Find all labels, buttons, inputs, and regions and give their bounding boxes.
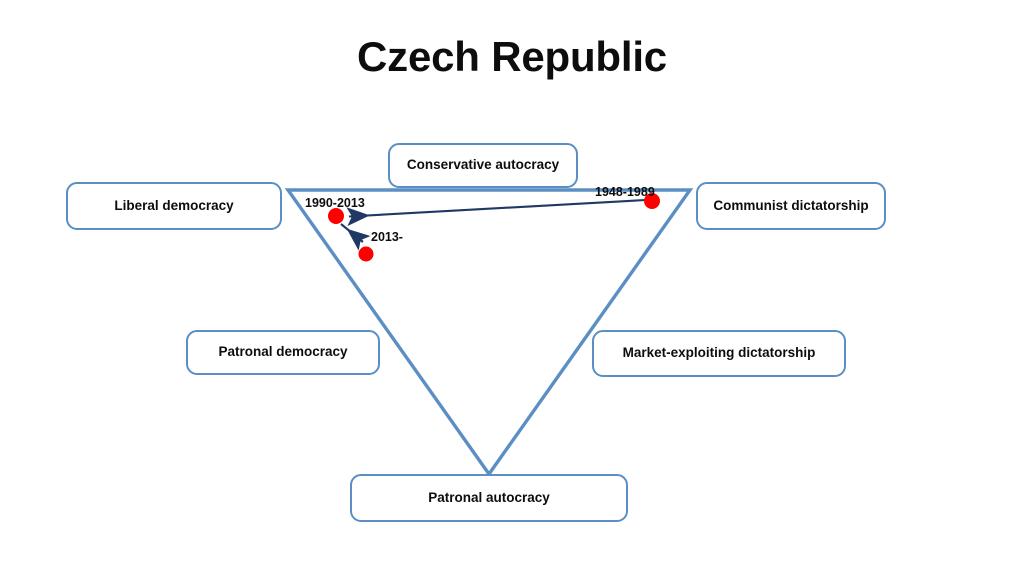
box-patronal-autocracy[interactable]: Patronal autocracy (350, 474, 628, 522)
box-label-conservative-autocracy: Conservative autocracy (406, 157, 560, 173)
box-patronal-democracy[interactable]: Patronal democracy (186, 330, 380, 375)
box-label-patronal-autocracy: Patronal autocracy (428, 489, 550, 505)
box-communist-dictatorship[interactable]: Communist dictatorship (696, 182, 886, 230)
regime-triangle-outline (284, 188, 694, 477)
box-label-liberal-democracy: Liberal democracy (114, 197, 234, 213)
box-label-market-exploiting-dictatorship: Market-exploiting dictatorship (622, 345, 816, 361)
box-label-communist-dictatorship: Communist dictatorship (713, 197, 869, 213)
page-title: Czech Republic (357, 33, 667, 80)
arrow-liberal-to-patronal (340, 223, 371, 251)
marker-label-1990-2013: 1990-2013 (305, 196, 365, 210)
box-liberal-democracy[interactable]: Liberal democracy (66, 182, 282, 230)
marker-1948-1989-dot (644, 193, 660, 209)
marker-label-1948-1989: 1948-1989 (595, 185, 655, 199)
marker-2013-dot (358, 246, 374, 262)
box-market-exploiting-dictatorship[interactable]: Market-exploiting dictatorship (592, 330, 846, 377)
transition-arrows (340, 198, 647, 251)
period-markers (328, 193, 660, 262)
box-label-patronal-democracy: Patronal democracy (218, 344, 348, 360)
arrow-communist-to-liberal (346, 198, 647, 227)
box-conservative-autocracy[interactable]: Conservative autocracy (388, 143, 578, 188)
marker-label-2013: 2013- (371, 230, 403, 244)
marker-1990-2013-dot (328, 208, 344, 224)
